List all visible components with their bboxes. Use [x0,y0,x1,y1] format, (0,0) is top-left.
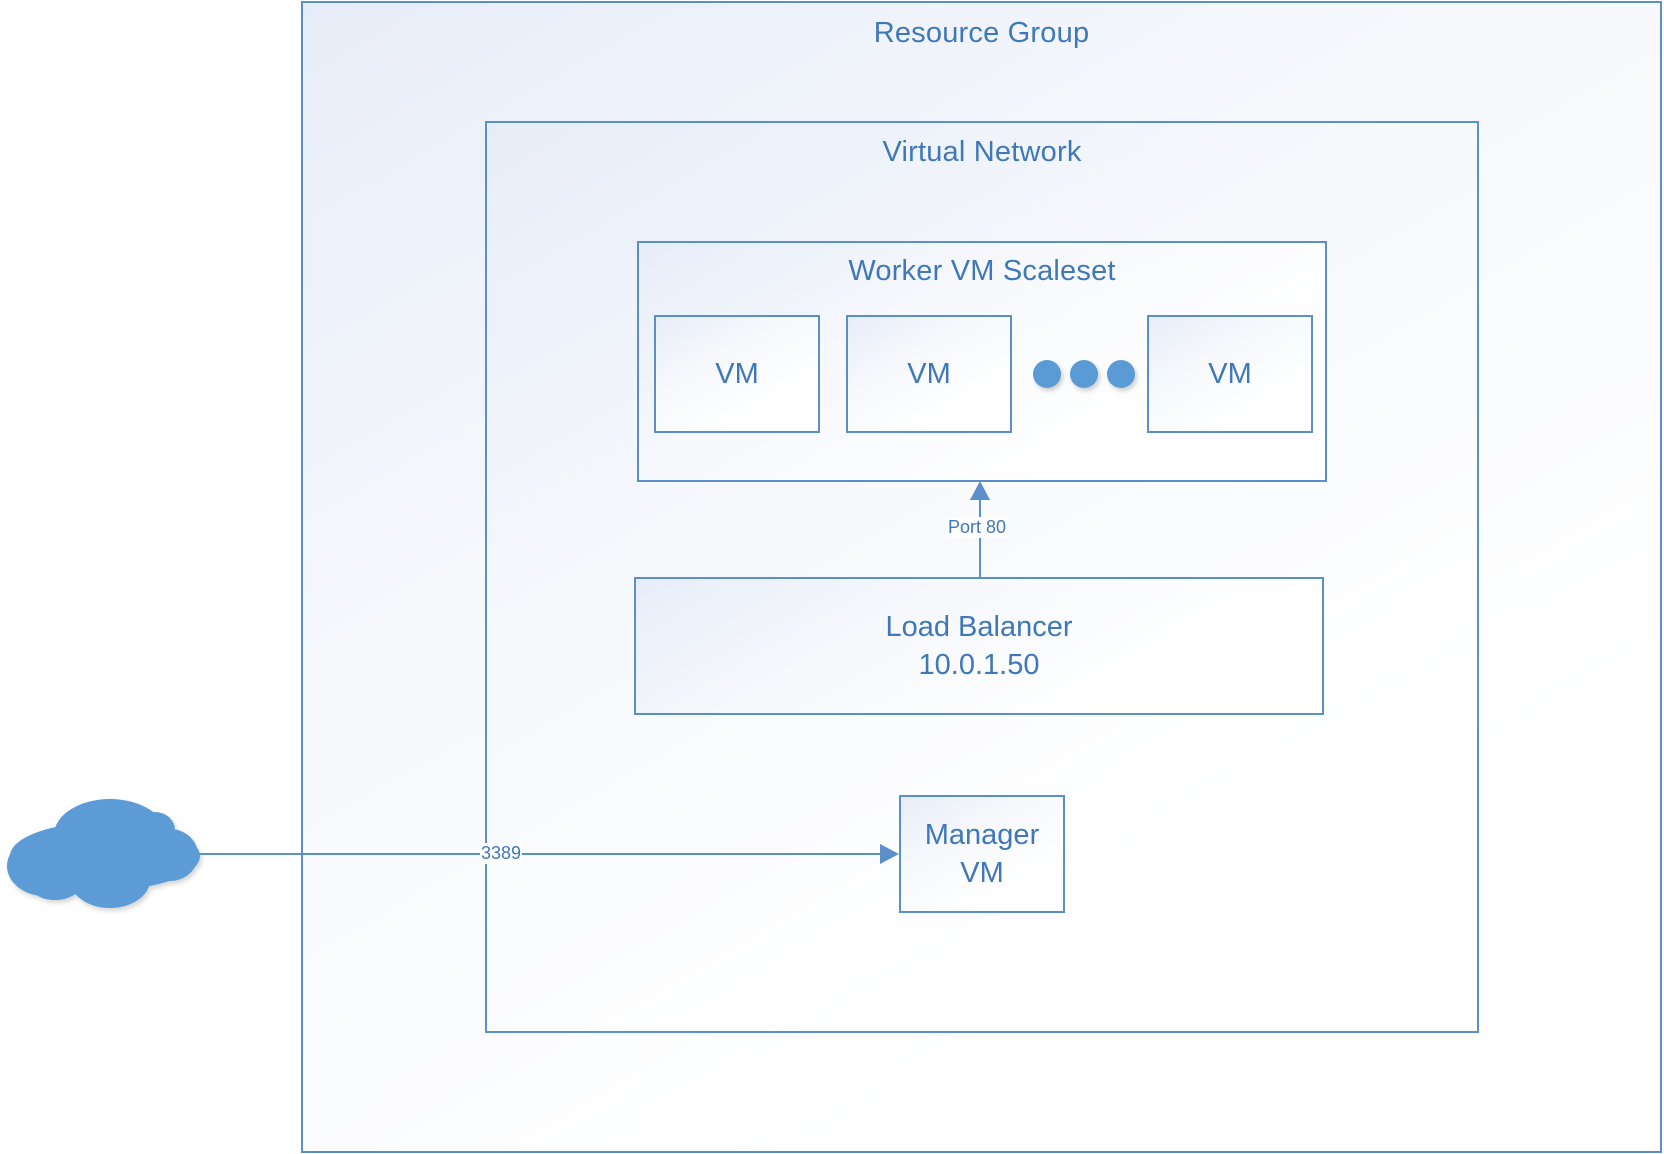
vm-label: VM [1208,357,1252,390]
ellipsis-dot [1070,360,1098,388]
lb-to-scaleset-connector [970,481,990,577]
resource-group-title: Resource Group [873,17,1090,49]
port-80-label: Port 80 [947,517,1008,538]
virtual-network-title: Virtual Network [882,136,1082,168]
scaleset-title: Worker VM Scaleset [848,255,1116,287]
arrowhead-right-icon [880,844,899,864]
manager-vm-label-line2: VM [960,857,1004,889]
cloud-icon [7,799,200,908]
scaleset-vm-2: VM [846,315,1012,433]
arrowhead-up-icon [970,481,990,500]
vm-label: VM [715,357,759,390]
vm-label: VM [907,357,951,390]
manager-vm-label-line1: Manager [924,819,1040,851]
scaleset-vm-1: VM [654,315,820,433]
internet-to-manager-connector [195,844,899,864]
ellipsis-dot [1033,360,1061,388]
manager-vm: Manager VM [899,795,1065,913]
port-3389-label: 3389 [480,843,523,864]
load-balancer: Load Balancer 10.0.1.50 [634,577,1324,715]
scaleset-vm-3: VM [1147,315,1313,433]
load-balancer-ip: 10.0.1.50 [918,649,1040,681]
ellipsis-dot [1107,360,1135,388]
load-balancer-name: Load Balancer [885,611,1073,643]
